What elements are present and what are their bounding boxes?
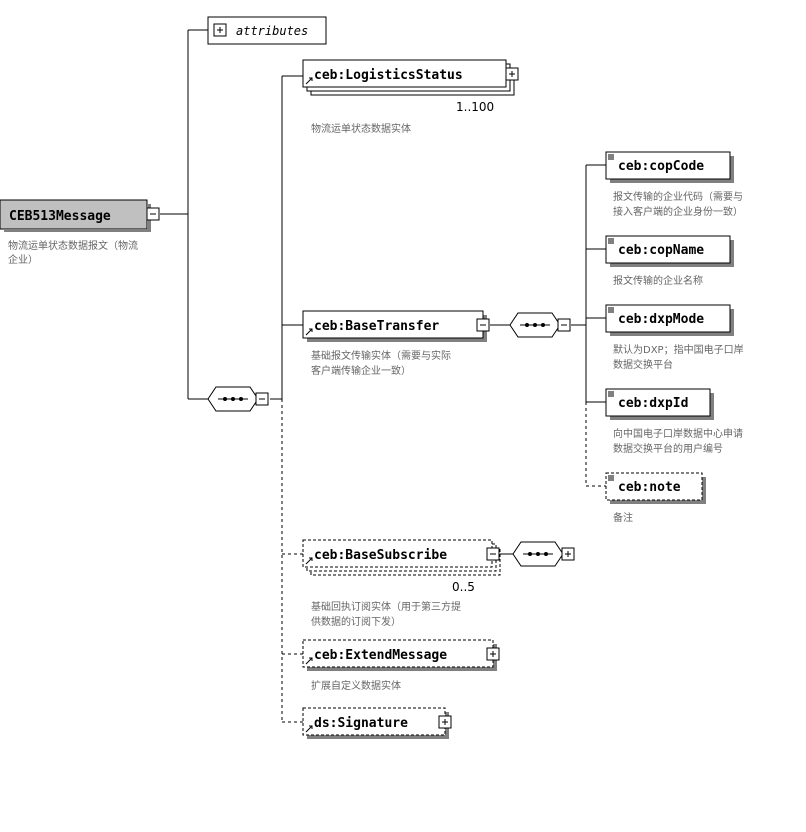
root-element-node[interactable]: CEB513Message — [0, 199, 160, 232]
dxp-id-annotation-line-2: 数据交换平台的用户编号 — [613, 442, 723, 455]
cop-name-node[interactable]: ceb:copName — [605, 235, 734, 267]
note-node[interactable]: ceb:note — [605, 472, 706, 504]
logistics-occurrence: 1..100 — [456, 100, 494, 114]
reference-arrow-icon — [305, 725, 313, 733]
text-content-icon — [608, 475, 614, 481]
root-annotation-line-1: 物流运单状态数据报文（物流 — [8, 239, 138, 252]
expand-icon[interactable] — [438, 715, 452, 729]
base-subscribe-annotation-line-2: 供数据的订阅下发） — [311, 615, 401, 628]
text-content-icon — [608, 238, 614, 244]
base-subscribe-annotation-line-1: 基础回执订阅实体（用于第三方提 — [311, 600, 461, 613]
expand-icon[interactable] — [505, 67, 519, 81]
extend-message-annotation: 扩展自定义数据实体 — [311, 679, 401, 692]
cop-name-label: ceb:copName — [618, 243, 704, 258]
text-content-icon — [608, 154, 614, 160]
dxp-mode-annotation-line-2: 数据交换平台 — [613, 358, 673, 371]
text-content-icon — [608, 307, 614, 313]
collapse-icon[interactable] — [486, 547, 500, 561]
logistics-status-node[interactable]: ceb:LogisticsStatus — [302, 59, 519, 96]
connectors — [160, 29, 606, 723]
cop-name-annotation: 报文传输的企业名称 — [613, 274, 703, 287]
base-transfer-node[interactable]: ceb:BaseTransfer — [302, 310, 490, 342]
reference-arrow-icon — [305, 557, 313, 565]
base-transfer-sequence-compositor[interactable] — [509, 312, 571, 338]
note-label: ceb:note — [618, 480, 681, 495]
sequence-compositor[interactable] — [207, 386, 269, 412]
collapse-icon[interactable] — [255, 392, 269, 406]
expand-icon[interactable] — [486, 647, 500, 661]
dxp-id-label: ceb:dxpId — [618, 396, 688, 411]
base-transfer-annotation-line-1: 基础报文传输实体（需要与实际 — [311, 349, 451, 362]
expand-icon[interactable] — [561, 547, 575, 561]
signature-label: ds:Signature — [314, 716, 408, 731]
dxp-mode-annotation-line-1: 默认为DXP；指中国电子口岸 — [613, 343, 744, 356]
dxp-mode-node[interactable]: ceb:dxpMode — [605, 304, 734, 336]
logistics-annotation: 物流运单状态数据实体 — [311, 122, 411, 135]
dxp-mode-label: ceb:dxpMode — [618, 312, 704, 327]
reference-arrow-icon — [305, 657, 313, 665]
cop-code-annotation-line-2: 接入客户端的企业身份一致） — [613, 205, 743, 218]
attributes-label: attributes — [236, 24, 308, 38]
note-annotation: 备注 — [613, 511, 633, 524]
base-subscribe-node[interactable]: ceb:BaseSubscribe — [302, 539, 501, 576]
reference-arrow-icon — [305, 77, 313, 85]
extend-message-node[interactable]: ceb:ExtendMessage — [302, 639, 500, 671]
cop-code-label: ceb:copCode — [618, 159, 704, 174]
base-transfer-label: ceb:BaseTransfer — [314, 319, 439, 334]
reference-arrow-icon — [305, 328, 313, 336]
cop-code-annotation-line-1: 报文传输的企业代码（需要与 — [613, 190, 743, 203]
cop-code-node[interactable]: ceb:copCode — [605, 151, 734, 183]
logistics-status-label: ceb:LogisticsStatus — [314, 68, 463, 83]
dxp-id-node[interactable]: ceb:dxpId — [605, 388, 714, 420]
expand-icon[interactable] — [213, 23, 227, 37]
collapse-icon[interactable] — [146, 207, 160, 221]
base-transfer-annotation-line-2: 客户端传输企业一致） — [311, 364, 411, 377]
base-subscribe-sequence-compositor[interactable] — [512, 541, 575, 567]
base-subscribe-label: ceb:BaseSubscribe — [314, 548, 447, 563]
text-content-icon — [608, 391, 614, 397]
collapse-icon[interactable] — [557, 318, 571, 332]
dxp-id-annotation-line-1: 向中国电子口岸数据中心申请 — [613, 427, 743, 440]
base-subscribe-occurrence: 0..5 — [452, 580, 475, 594]
root-annotation-line-2: 企业） — [8, 253, 38, 266]
signature-node[interactable]: ds:Signature — [302, 707, 452, 739]
extend-message-label: ceb:ExtendMessage — [314, 648, 447, 663]
root-element-label: CEB513Message — [9, 209, 111, 224]
collapse-icon[interactable] — [476, 318, 490, 332]
attributes-node[interactable]: attributes — [207, 16, 327, 45]
